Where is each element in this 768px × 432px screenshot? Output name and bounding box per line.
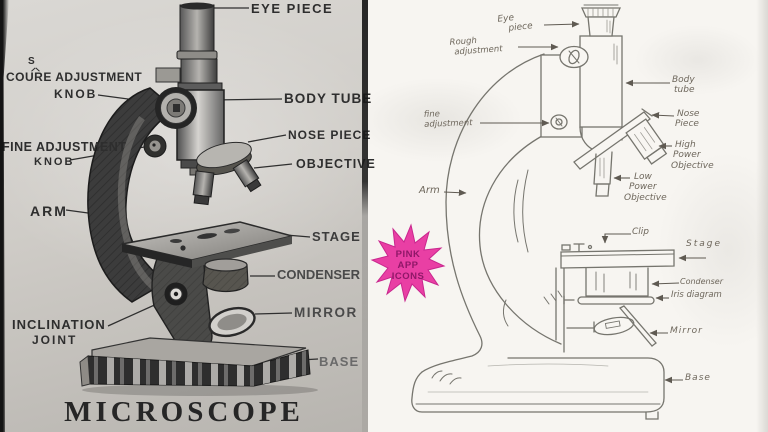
right-leader-lines: [443, 20, 706, 384]
left-label-coarse-knob: KNOB: [54, 87, 98, 101]
left-label-stage: STAGE: [312, 229, 361, 244]
left-fine-knob-shape: [143, 134, 167, 158]
right-label-rough-adjustment: Rough adjustment: [449, 35, 503, 58]
insertion-caret-mark: [31, 67, 39, 73]
left-nosepiece-shape: [196, 141, 252, 176]
right-objective-low-shape: [593, 151, 613, 197]
left-stage-shape: [121, 221, 293, 268]
left-label-eye-piece: EYE PIECE: [251, 1, 334, 16]
left-label-mirror: MIRROR: [294, 305, 358, 320]
left-mirror-shape: [208, 306, 256, 338]
right-arm-shape: [421, 53, 563, 373]
left-label-inclination: INCLINATION: [12, 317, 106, 332]
right-label-nose-l1: Nose: [677, 109, 700, 119]
left-label-objective: OBJECTIVE: [296, 157, 376, 171]
left-label-fine-adjustment: FINE ADJUSTMENT: [2, 140, 127, 154]
right-label-high-l2: Power: [673, 150, 701, 161]
left-label-base: BASE: [319, 354, 360, 369]
right-label-arm: Arm: [419, 185, 440, 196]
right-label-body-tube: Body tube: [672, 75, 695, 96]
right-label-body-tube-l1: Body: [672, 75, 695, 85]
right-iris-shape: [563, 295, 655, 305]
right-microscope-drawing: PINK APP ICONS: [370, 4, 706, 420]
right-label-high-power-objective: High Power Objective: [671, 140, 714, 171]
right-fine-knob-shape: [550, 114, 568, 130]
right-mirror-shape: [566, 305, 657, 347]
right-pillar-shape: [555, 267, 565, 353]
right-label-stage: Stage: [686, 239, 723, 249]
right-label-body-tube-l2: tube: [674, 85, 695, 96]
left-arm-shape: [87, 87, 178, 303]
right-photo-panel: PINK APP ICONS Eye piece Rough adjustmen…: [368, 0, 768, 432]
badge-text-line2: APP: [397, 260, 418, 271]
right-label-nose-piece: Nose Piece: [675, 109, 700, 130]
badge-text-line1: PINK: [396, 249, 421, 260]
right-label-iris-diaphragm: Iris diagram: [671, 290, 722, 300]
left-label-joint: JOINT: [32, 333, 78, 347]
left-label-condenser: CONDENSER: [277, 267, 361, 282]
watermark-badge: PINK APP ICONS: [370, 223, 446, 303]
right-base-shape: [411, 357, 665, 420]
right-label-high-l1: High: [675, 140, 696, 150]
right-objective-high-shape: [625, 118, 668, 165]
left-label-nose-piece: NOSE PIECE: [288, 128, 372, 142]
right-label-fine-adjustment: fine adjustment: [424, 109, 473, 130]
left-label-coarse-adjustment: COURE ADJUSTMENT: [6, 70, 143, 84]
right-label-low-power-objective: Low Power Objective: [624, 172, 667, 203]
right-label-eye-piece: Eye piece: [497, 11, 533, 35]
right-label-nose-l2: Piece: [675, 119, 699, 130]
left-photo-panel: EYE PIECE S COURE ADJUSTMENT KNOB BODY T…: [0, 0, 375, 432]
starburst-shape: [370, 223, 446, 303]
left-diagram-title: MICROSCOPE: [64, 396, 304, 428]
right-coarse-knob-shape: [559, 45, 589, 69]
left-label-body-tube: BODY TUBE: [284, 91, 373, 106]
left-label-arm: ARM: [30, 203, 68, 219]
left-label-fine-knob: KNOB: [34, 156, 75, 168]
left-microscope-drawing: [65, 2, 319, 396]
left-objective-high-shape: [232, 158, 262, 193]
right-label-base: Base: [685, 373, 711, 383]
right-label-condenser: Condenser: [680, 277, 723, 286]
left-coarse-knob-shape: [155, 67, 197, 129]
left-condenser-shape: [202, 258, 249, 293]
right-label-low-l2: Power: [629, 182, 657, 193]
left-label-coarse-correction: S: [28, 56, 35, 67]
right-condenser-shape: [585, 267, 649, 297]
right-nosepiece-shape: [573, 108, 653, 170]
right-label-mirror: Mirror: [670, 326, 703, 336]
left-objective-low-shape: [192, 170, 215, 206]
left-inclination-joint-shape: [164, 282, 188, 306]
right-label-low-l3: Objective: [624, 192, 667, 203]
right-stage-shape: [560, 243, 675, 269]
left-base-shape: [79, 337, 318, 396]
right-label-high-l3: Objective: [671, 160, 714, 171]
right-label-fine-l2: adjustment: [423, 117, 473, 130]
badge-text-line3: ICONS: [392, 271, 425, 282]
right-eyepiece-shape: [580, 4, 622, 37]
right-label-low-l1: Low: [634, 172, 652, 182]
right-label-clip: Clip: [632, 227, 649, 237]
